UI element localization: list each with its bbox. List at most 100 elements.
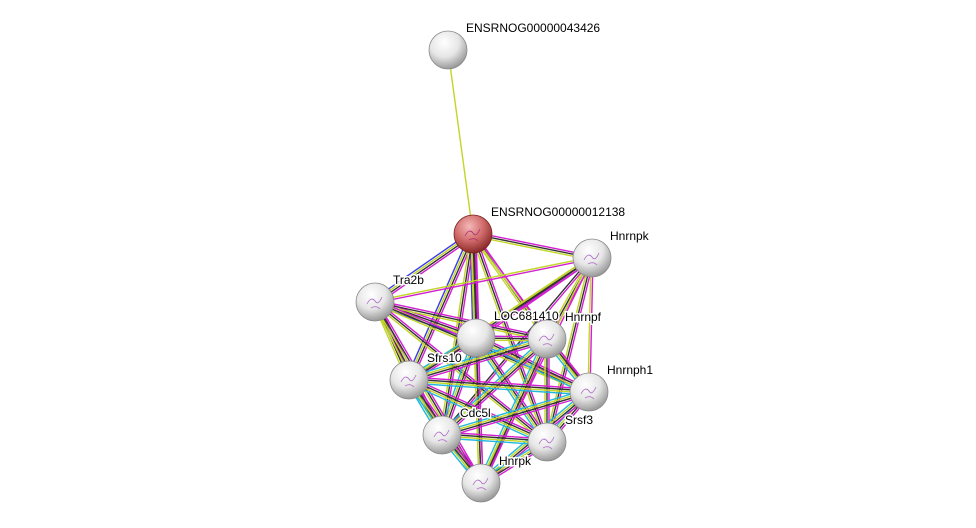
- edge-evidence-databases: [477, 337, 545, 483]
- edge-Hnrnpk-Tra2b[interactable]: [374, 256, 593, 304]
- node-label: Hnrpk: [499, 454, 532, 468]
- node-ENSRNOG00000012138[interactable]: ENSRNOG00000012138: [453, 204, 627, 254]
- protein-structure-icon: [472, 477, 489, 491]
- edge-Sfrs10-Srsf3[interactable]: [407, 376, 549, 446]
- edge-evidence-experiments: [442, 394, 591, 439]
- edge-Tra2b-Hnrnpf[interactable]: [374, 299, 548, 342]
- edge-evidence-experiments: [376, 300, 484, 483]
- node-Hnrnph1[interactable]: Hnrnph1: [569, 362, 655, 412]
- edge-evidence-coexpression: [481, 339, 549, 484]
- edge-evidence-textmining: [471, 234, 589, 394]
- edge-evidence-textmining: [473, 338, 480, 484]
- edge-evidence-experiments: [375, 299, 549, 441]
- edge-Hnrnpk-Hnrnph1[interactable]: [587, 257, 594, 393]
- node-sphere[interactable]: [422, 415, 462, 455]
- edge-evidence-homology: [405, 232, 471, 380]
- edge-evidence-experiments: [409, 376, 590, 390]
- node-sphere[interactable]: [389, 360, 429, 400]
- edge-evidence-experiments: [548, 258, 595, 443]
- protein-structure-icon: [583, 252, 600, 266]
- edge-Hnrnpk-Srsf3[interactable]: [544, 257, 595, 443]
- node-label: ENSRNOG00000043426: [466, 21, 600, 35]
- node-sphere[interactable]: [572, 238, 612, 278]
- edge-evidence-experiments: [375, 299, 548, 338]
- node-label: Hnrnph1: [607, 363, 653, 377]
- node-label: Sfrs10: [427, 351, 462, 365]
- edge-evidence-experiments: [589, 258, 594, 393]
- edge-evidence-textmining: [374, 232, 473, 302]
- edge-evidence-databases: [408, 382, 589, 396]
- node-Srsf3[interactable]: Srsf3: [527, 412, 595, 462]
- node-sphere[interactable]: [355, 282, 395, 322]
- edge-evidence-databases: [440, 388, 589, 433]
- node-sphere[interactable]: [461, 463, 501, 503]
- edge-evidence-experiments: [409, 376, 549, 440]
- protein-structure-icon: [580, 386, 597, 400]
- edge-ENSRNOG00000043426-ENSRNOG00000012138[interactable]: [447, 49, 474, 235]
- node-label: Cdc5l: [460, 406, 491, 420]
- edge-ENSRNOG00000012138-Hnrnph1[interactable]: [471, 232, 591, 394]
- node-sphere[interactable]: [428, 30, 468, 70]
- edge-ENSRNOG00000012138-Sfrs10[interactable]: [405, 232, 477, 382]
- edge-evidence-textmining: [447, 49, 474, 235]
- node-ENSRNOG00000043426[interactable]: ENSRNOG00000043426: [428, 20, 602, 70]
- edge-evidence-textmining: [408, 380, 547, 444]
- node-sphere[interactable]: [456, 318, 496, 358]
- edge-evidence-coexpression: [409, 339, 548, 382]
- node-sphere[interactable]: [453, 214, 493, 254]
- edge-evidence-textmining: [407, 233, 473, 380]
- node-sphere[interactable]: [569, 372, 609, 412]
- node-Hnrnpk[interactable]: Hnrnpk: [572, 228, 651, 278]
- node-label: ENSRNOG00000012138: [491, 205, 625, 219]
- edge-Sfrs10-Hnrnph1[interactable]: [408, 376, 590, 396]
- edge-ENSRNOG00000012138-Hnrnpk[interactable]: [472, 231, 593, 261]
- node-sphere[interactable]: [527, 319, 567, 359]
- edge-Hnrnph1-Cdc5l[interactable]: [440, 388, 591, 439]
- edge-evidence-coexpression: [409, 378, 590, 392]
- edge-evidence-homology: [372, 230, 472, 301]
- edge-evidence-experiments: [411, 234, 477, 382]
- protein-structure-icon: [538, 333, 555, 347]
- edge-evidence-textmining: [587, 257, 592, 392]
- protein-structure-icon: [433, 429, 450, 443]
- node-label: Hnrnpk: [610, 229, 650, 243]
- node-label: Hnrnpf: [565, 310, 602, 324]
- edge-evidence-experiments: [473, 232, 591, 392]
- edge-evidence-coexpression: [442, 392, 590, 437]
- edge-evidence-experiments: [375, 258, 593, 304]
- edge-evidence-textmining: [408, 380, 589, 394]
- edge-evidence-experiments: [376, 235, 476, 306]
- edge-evidence-coexpression: [546, 257, 593, 443]
- edge-evidence-textmining: [472, 235, 592, 261]
- edge-evidence-experiments: [473, 231, 593, 257]
- node-Cdc5l[interactable]: Cdc5l: [422, 405, 492, 455]
- edge-evidence-coexpression: [409, 234, 475, 381]
- edge-evidence-experiments: [409, 341, 549, 384]
- node-label: Tra2b: [393, 273, 424, 287]
- edge-evidence-textmining: [470, 234, 546, 341]
- protein-structure-icon: [400, 374, 417, 388]
- node-sphere[interactable]: [527, 422, 567, 462]
- edge-evidence-coexpression: [375, 234, 474, 304]
- edge-evidence-textmining: [374, 256, 592, 302]
- protein-structure-icon: [366, 296, 383, 310]
- edge-evidence-textmining: [408, 337, 547, 380]
- node-Tra2b[interactable]: Tra2b: [355, 272, 426, 322]
- edge-ENSRNOG00000012138-Tra2b[interactable]: [372, 230, 476, 306]
- edge-evidence-databases: [407, 382, 547, 446]
- edge-evidence-textmining: [441, 390, 589, 435]
- edge-evidence-coexpression: [472, 233, 593, 259]
- node-label: Srsf3: [565, 413, 593, 427]
- edges-layer: [372, 49, 595, 487]
- node-Hnrpk[interactable]: Hnrpk: [461, 453, 534, 503]
- edge-evidence-textmining: [544, 257, 591, 442]
- edge-evidence-coexpression: [442, 339, 549, 437]
- node-Hnrnpf[interactable]: Hnrnpf: [527, 309, 603, 359]
- node-Sfrs10[interactable]: Sfrs10: [389, 350, 464, 400]
- edge-evidence-textmining: [374, 303, 547, 342]
- nodes-layer: ENSRNOG00000043426ENSRNOG00000012138Hnrn…: [355, 20, 655, 503]
- edge-evidence-coexpression: [409, 378, 548, 442]
- protein-structure-icon: [538, 436, 555, 450]
- edge-evidence-coexpression: [374, 301, 548, 340]
